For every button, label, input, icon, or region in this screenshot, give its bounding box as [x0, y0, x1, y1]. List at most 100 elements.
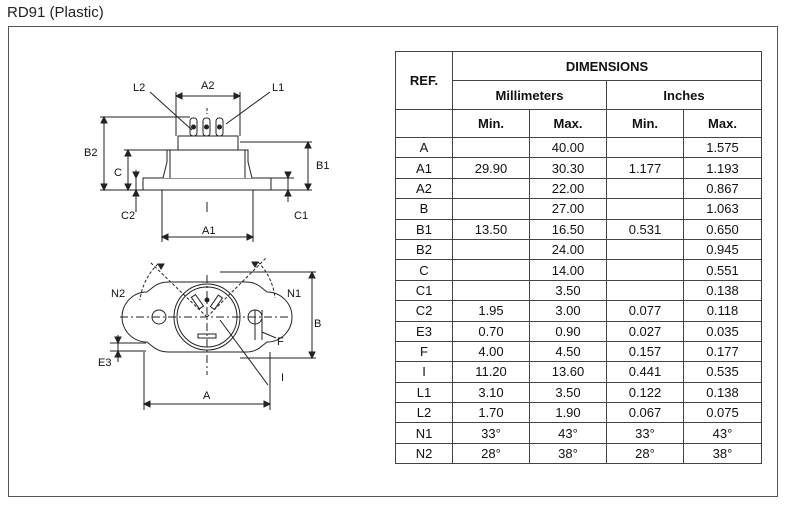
cell-mm-max: 4.50 [529, 340, 607, 363]
cell-in-max: 38° [683, 442, 762, 465]
cell-in-min: 28° [606, 442, 684, 465]
label-l1: L1 [272, 82, 284, 94]
cell-ref: L1 [395, 381, 453, 404]
cell-mm-min [452, 136, 530, 159]
cell-mm-max: 14.00 [529, 259, 607, 281]
cell-mm-min: 29.90 [452, 157, 530, 179]
cell-mm-max: 0.90 [529, 320, 607, 342]
millimeters-header: Millimeters [452, 80, 607, 110]
label-a2: A2 [201, 80, 214, 92]
in-max-header: Max. [683, 109, 762, 138]
cell-in-min: 0.122 [606, 381, 684, 404]
side-view [100, 91, 312, 242]
cell-mm-min: 3.10 [452, 381, 530, 404]
cell-ref: F [395, 340, 453, 363]
cell-in-max: 0.138 [683, 381, 762, 404]
cell-in-min: 33° [606, 422, 684, 444]
label-e3: E3 [98, 357, 111, 369]
cell-in-min: 0.027 [606, 320, 684, 342]
cell-in-min: 0.077 [606, 300, 684, 322]
label-f: F [277, 336, 284, 348]
cell-mm-max: 24.00 [529, 238, 607, 261]
label-a: A [203, 390, 211, 402]
cell-in-min [606, 177, 684, 200]
cell-mm-max: 13.60 [529, 361, 607, 383]
label-c2: C2 [121, 210, 135, 222]
cell-ref: C [395, 259, 453, 281]
label-b1: B1 [316, 160, 329, 172]
mm-max-header: Max. [529, 109, 607, 138]
cell-mm-max: 3.50 [529, 381, 607, 404]
cell-mm-min: 28° [452, 442, 530, 465]
label-c: C [114, 167, 122, 179]
cell-ref: N1 [395, 422, 453, 444]
cell-in-min: 0.531 [606, 218, 684, 240]
drawing-frame [8, 26, 778, 497]
cell-in-min [606, 279, 684, 302]
ref-header: REF. [395, 51, 453, 110]
cell-in-min: 0.067 [606, 402, 684, 424]
cell-in-max: 0.075 [683, 402, 762, 424]
cell-in-max: 0.535 [683, 361, 762, 383]
cell-mm-min [452, 198, 530, 220]
label-n2: N2 [111, 288, 125, 300]
cell-ref: E3 [395, 320, 453, 342]
cell-ref: B1 [395, 218, 453, 240]
label-b: B [314, 318, 321, 330]
cell-ref: B2 [395, 238, 453, 261]
cell-mm-max: 3.50 [529, 279, 607, 302]
cell-in-min [606, 198, 684, 220]
dimensions-table: REF. DIMENSIONS Millimeters Inches Min. … [395, 51, 762, 465]
cell-mm-min: 1.95 [452, 300, 530, 322]
cell-in-min: 1.177 [606, 157, 684, 179]
cell-in-min: 0.157 [606, 340, 684, 363]
cell-mm-min: 13.50 [452, 218, 530, 240]
cell-in-max: 0.035 [683, 320, 762, 342]
table-row: C1 3.50 0.138 [395, 279, 762, 302]
cell-ref: N2 [395, 442, 453, 465]
cell-in-max: 1.575 [683, 136, 762, 159]
cell-in-max: 0.867 [683, 177, 762, 200]
cell-ref: I [395, 361, 453, 383]
cell-ref: C1 [395, 279, 453, 302]
package-title: RD91 (Plastic) [7, 4, 104, 21]
cell-ref: A [395, 136, 453, 159]
ref-subheader-empty [395, 109, 453, 138]
cell-in-max: 0.118 [683, 300, 762, 322]
package-drawing: L2 A2 L1 B2 B1 C C2 C1 A1 N2 N1 B E3 F I… [84, 80, 329, 410]
cell-mm-min [452, 259, 530, 281]
cell-ref: C2 [395, 300, 453, 322]
label-i: I [281, 372, 284, 384]
cell-mm-max: 30.30 [529, 157, 607, 179]
in-min-header: Min. [606, 109, 684, 138]
dimensions-header: DIMENSIONS [452, 51, 762, 81]
cell-in-min [606, 259, 684, 281]
label-a1: A1 [202, 225, 215, 237]
cell-mm-min [452, 177, 530, 200]
mm-min-header: Min. [452, 109, 530, 138]
cell-mm-max: 16.50 [529, 218, 607, 240]
cell-in-max: 0.177 [683, 340, 762, 363]
cell-mm-max: 22.00 [529, 177, 607, 200]
cell-in-max: 0.650 [683, 218, 762, 240]
cell-mm-max: 38° [529, 442, 607, 465]
cell-mm-min: 4.00 [452, 340, 530, 363]
inches-header: Inches [606, 80, 762, 110]
cell-mm-min: 0.70 [452, 320, 530, 342]
cell-in-max: 0.551 [683, 259, 762, 281]
cell-in-min: 0.441 [606, 361, 684, 383]
table-row: C 14.00 0.551 [395, 259, 762, 281]
cell-ref: L2 [395, 402, 453, 424]
cell-in-max: 0.138 [683, 279, 762, 302]
cell-in-min [606, 238, 684, 261]
